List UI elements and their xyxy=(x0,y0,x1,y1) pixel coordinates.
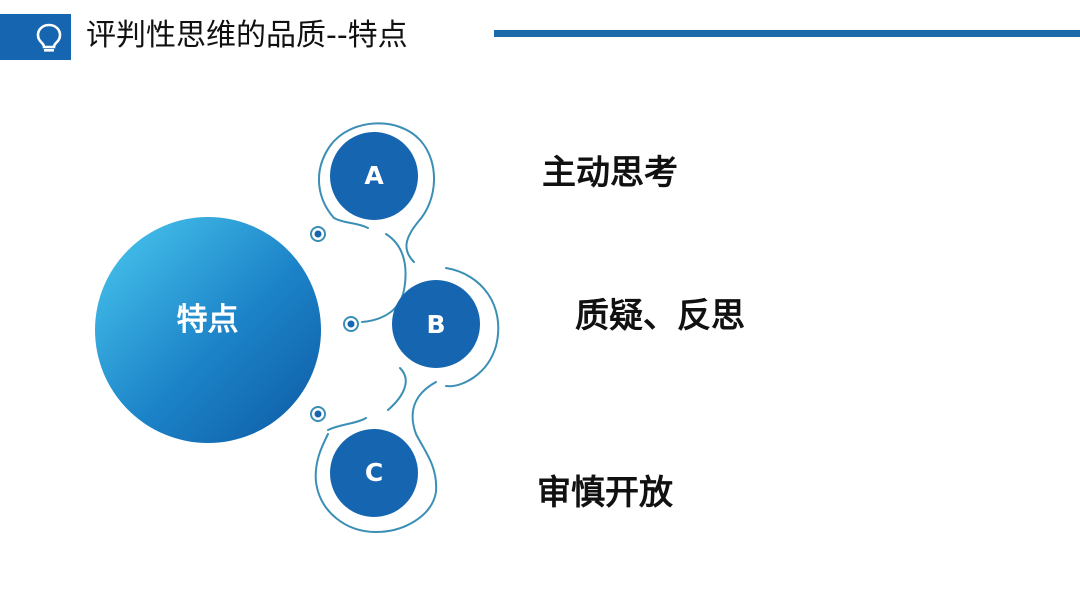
header-divider xyxy=(494,30,1080,37)
node-c-circle xyxy=(330,429,418,517)
lightbulb-icon xyxy=(36,23,62,52)
item-c-text: 审慎开放 xyxy=(537,473,673,513)
node-b-letter: B xyxy=(426,310,446,339)
header-badge xyxy=(0,14,71,60)
center-label: 特点 xyxy=(176,302,239,338)
node-a-letter: A xyxy=(364,161,384,190)
node-a-circle xyxy=(330,132,418,220)
page-title: 评判性思维的品质--特点 xyxy=(86,18,408,53)
node-b-circle xyxy=(392,280,480,368)
center-circle xyxy=(95,217,321,443)
item-a-text: 主动思考 xyxy=(542,153,678,193)
item-b-text: 质疑、反思 xyxy=(575,296,745,336)
node-c-letter: C xyxy=(364,458,384,487)
